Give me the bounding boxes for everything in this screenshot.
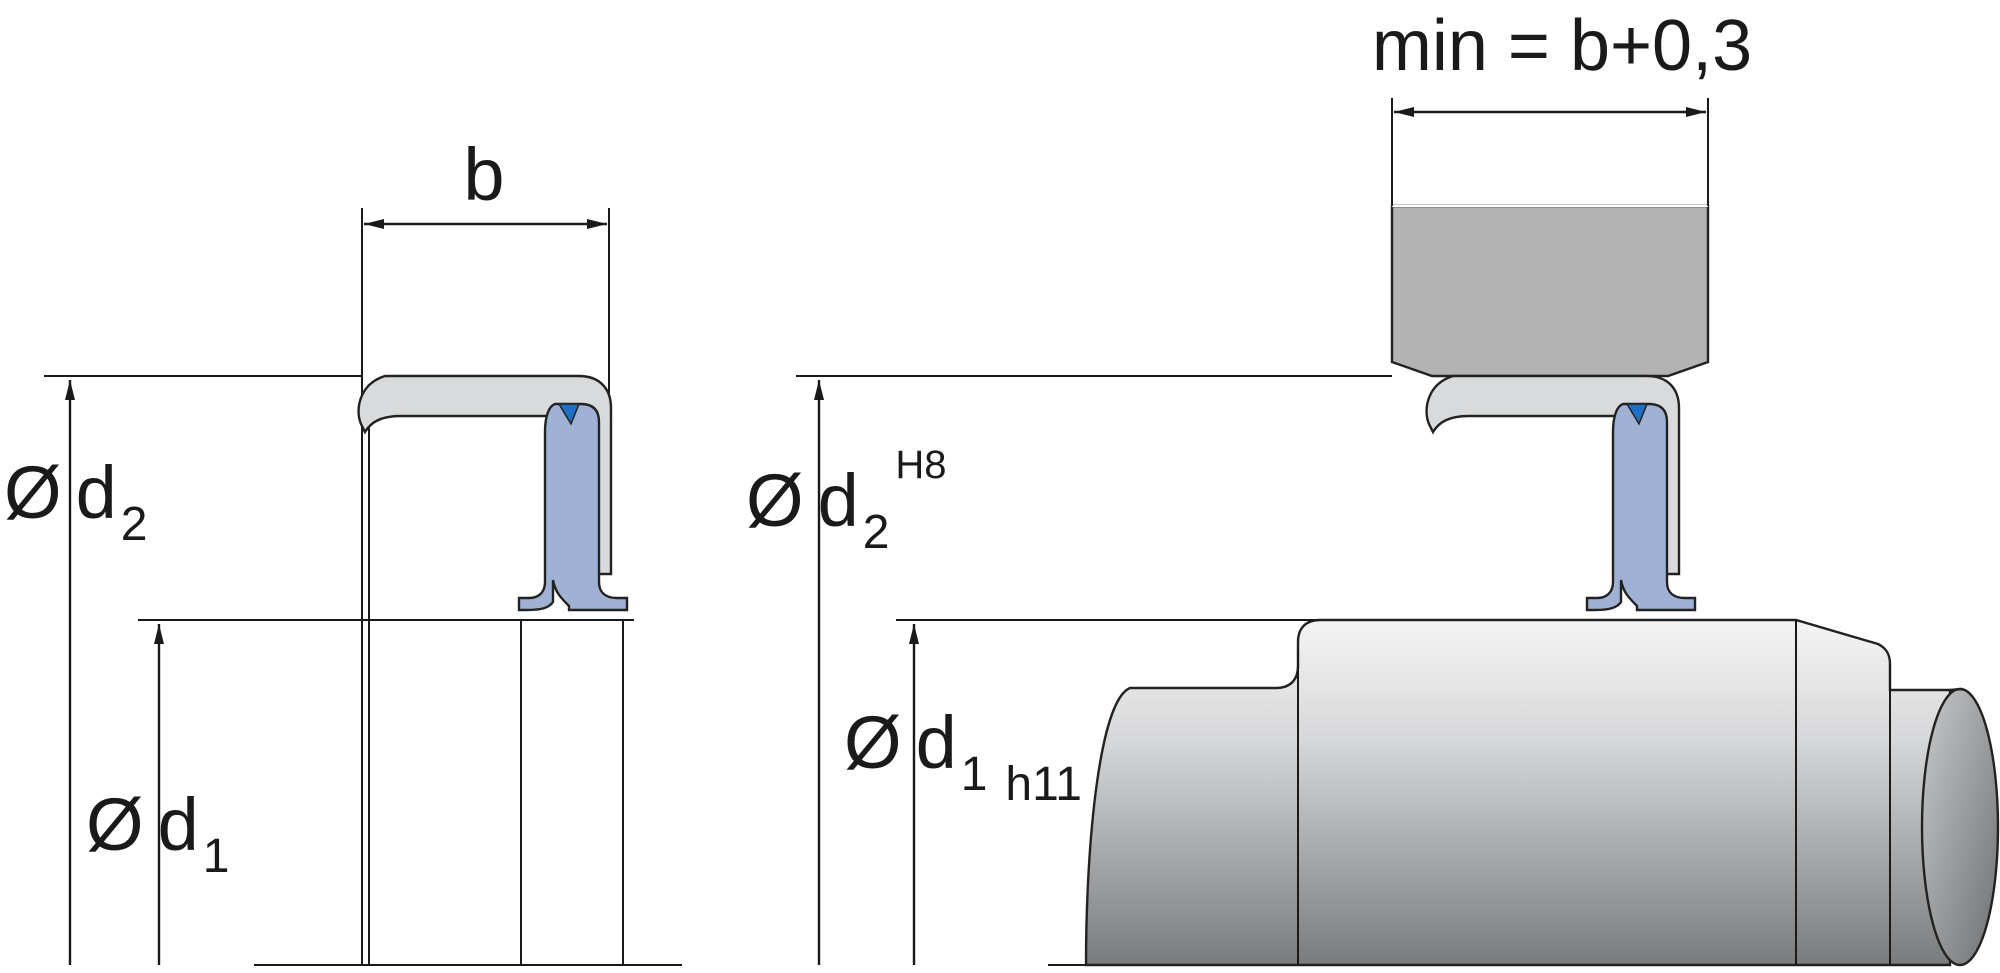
diameter-index: 2 xyxy=(121,498,148,551)
diameter-symbol: Ø xyxy=(844,701,902,784)
diameter-letter: d xyxy=(76,451,117,534)
diameter-index: 2 xyxy=(863,506,890,559)
tolerance-h8: H8 xyxy=(895,443,946,487)
shaft xyxy=(1084,618,2000,967)
diameter-symbol: Ø xyxy=(746,459,804,542)
diameter-letter: d xyxy=(916,701,957,784)
diameter-symbol: Ø xyxy=(4,451,62,534)
right-seal-profile xyxy=(1425,374,1697,612)
housing-bore xyxy=(1390,204,1710,378)
left-seal-view xyxy=(44,208,682,966)
min-width-label: min = b+0,3 xyxy=(1372,6,1752,86)
diameter-letter: d xyxy=(158,783,199,866)
diameter-letter: d xyxy=(818,459,859,542)
right-installation-view xyxy=(796,98,2000,967)
tolerance-h11: h11 xyxy=(1005,758,1082,811)
diameter-index: 1 xyxy=(203,830,230,883)
width-label-b: b xyxy=(463,133,504,216)
diameter-symbol: Ø xyxy=(86,783,144,866)
left-seal-profile xyxy=(357,374,629,612)
diameter-index: 1 xyxy=(961,748,988,801)
